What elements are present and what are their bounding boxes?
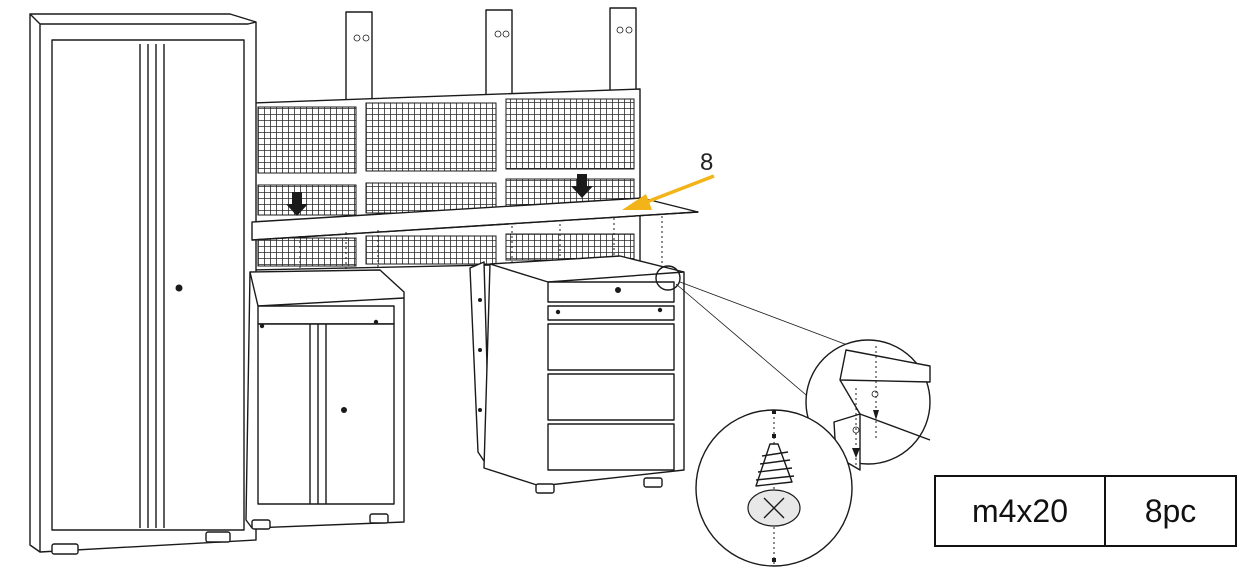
tall-cabinet bbox=[29, 13, 257, 555]
step-number: 8 bbox=[700, 149, 713, 176]
screw-icon bbox=[747, 443, 801, 527]
screw-detail bbox=[695, 409, 853, 567]
down-arrow-icon bbox=[571, 174, 593, 198]
down-arrow-icon bbox=[286, 192, 308, 216]
base-cabinet-left bbox=[245, 269, 405, 530]
part-quantity-cell: 8pc bbox=[1104, 475, 1237, 547]
table-row: m4x20 8pc bbox=[934, 475, 1237, 547]
parts-table: m4x20 8pc bbox=[934, 475, 1237, 547]
callout-arrow-icon bbox=[622, 194, 652, 210]
wall-posts bbox=[345, 7, 637, 103]
step-callout: 8 bbox=[622, 149, 715, 210]
drawer-cabinet bbox=[469, 255, 685, 494]
detail-worktop-corner bbox=[805, 339, 931, 471]
callout-arrow-line bbox=[643, 174, 715, 205]
detail-marker bbox=[655, 265, 681, 291]
part-size-cell: m4x20 bbox=[934, 475, 1106, 547]
pegboard-panels bbox=[251, 7, 641, 271]
